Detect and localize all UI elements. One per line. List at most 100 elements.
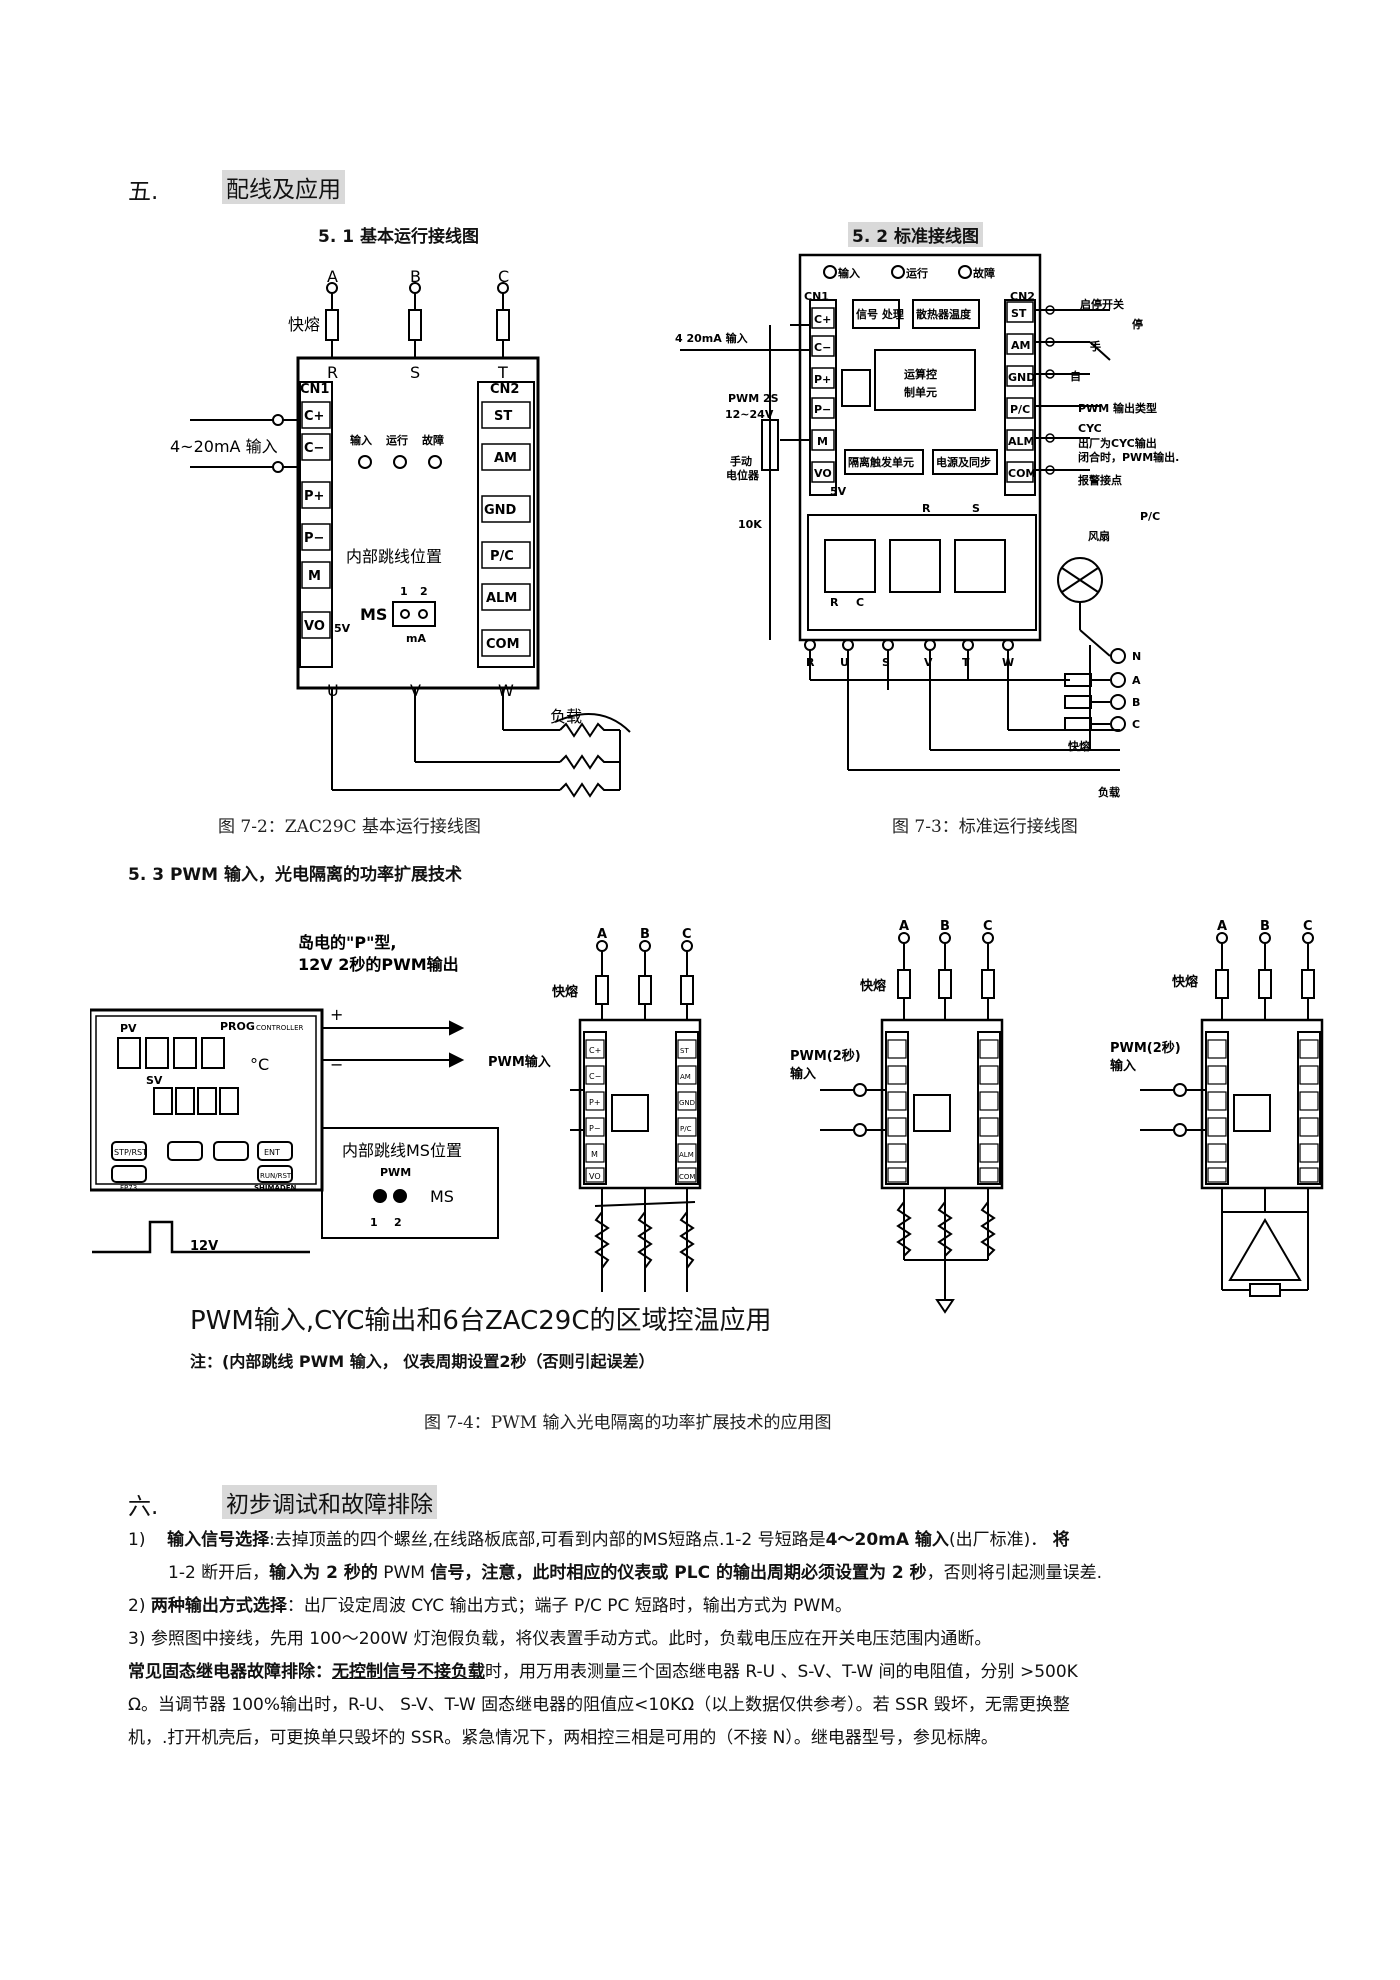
- phase-b-label: B: [410, 267, 421, 286]
- std-term-p-minus: P−: [814, 403, 831, 416]
- m2-c: C: [983, 920, 993, 934]
- right-label-8: 报警接点: [1078, 473, 1122, 487]
- minus-label: −: [330, 1055, 343, 1074]
- m1-lt4: M: [591, 1150, 598, 1159]
- terminal-com: COM: [486, 637, 520, 652]
- std-term-st: ST: [1011, 307, 1027, 320]
- plus-label: +: [330, 1005, 343, 1024]
- paragraph-4: 常见固态继电器故障排除：无控制信号不接负载时，用万用表测量三个固态继电器 R-U…: [128, 1662, 1078, 1748]
- ms-box-pwm: PWM: [380, 1166, 411, 1179]
- jumper-label: 内部跳线位置: [346, 547, 442, 566]
- m1-lt2: P+: [589, 1098, 601, 1107]
- std-pot-2: 电位器: [726, 468, 760, 482]
- std-5v: 5V: [830, 485, 847, 498]
- m3-c: C: [1303, 920, 1313, 934]
- ms-label: MS: [360, 605, 387, 624]
- section-title: 配线及应用: [222, 170, 345, 204]
- m1-a: A: [597, 927, 607, 942]
- input-label: 4~20mA 输入: [170, 437, 278, 456]
- m3-a: A: [1217, 920, 1227, 934]
- section-6-title: 初步调试和故障排除: [222, 1485, 437, 1519]
- block-heatsink: 散热器温度: [916, 307, 972, 321]
- terminal-c-plus: C+: [304, 409, 324, 424]
- fuse-label: 快熔: [288, 315, 320, 334]
- std-term-am: AM: [1011, 339, 1030, 352]
- m3-b: B: [1260, 920, 1270, 934]
- m1-fuse: 快熔: [552, 984, 579, 1000]
- std-cn2: CN2: [1010, 290, 1035, 303]
- ctrl-controller: CONTROLLER: [256, 1024, 304, 1032]
- caption-7-3: 图 7-3：标准运行接线图: [892, 817, 1078, 837]
- section-number: 五.: [128, 179, 159, 205]
- cn1-label: CN1: [300, 382, 329, 397]
- m3-pwm-2: 输入: [1110, 1058, 1136, 1074]
- cn2-label: CN2: [490, 382, 519, 397]
- m2-pwm-2: 输入: [790, 1066, 816, 1082]
- phase-c-label: C: [498, 267, 509, 286]
- m2-b: B: [940, 920, 950, 934]
- rc-c: C: [856, 596, 864, 609]
- std-r: R: [922, 502, 931, 515]
- terminal-p-plus: P+: [304, 489, 324, 504]
- shimaden-title-1: 岛电的"P"型,: [298, 933, 396, 952]
- terminal-am: AM: [494, 451, 517, 466]
- std-pc-label: P/C: [1140, 510, 1160, 523]
- std-term-c-minus: C−: [814, 341, 831, 354]
- std-pwm-label: PWM 2S: [728, 392, 779, 405]
- m2-pwm-1: PWM(2秒): [790, 1048, 861, 1064]
- fan-label: 风扇: [1088, 529, 1110, 543]
- std-term-gnd: GND: [1008, 371, 1035, 384]
- paragraph-3: 3) 参照图中接线，先用 100～200W 灯泡假负载，将仪表置手动方式。此时，…: [128, 1629, 992, 1649]
- std-term-c-plus: C+: [814, 313, 831, 326]
- std-10k: 10K: [738, 518, 762, 531]
- right-label-6: 出厂为CYC输出: [1078, 436, 1157, 450]
- m3-fuse: 快熔: [1172, 974, 1199, 990]
- std-term-alm: ALM: [1008, 435, 1034, 448]
- terminal-gnd: GND: [484, 503, 517, 518]
- m1-lt3: P−: [589, 1124, 601, 1133]
- pwm-input-label: PWM输入: [488, 1054, 551, 1070]
- right-label-3: 自: [1070, 369, 1081, 383]
- subsection-5-2: 5. 2 标准接线图: [848, 222, 983, 247]
- paragraph-1: 1) 输入信号选择:去掉顶盖的四个螺丝,在线路板底部,可看到内部的MS短路点.1…: [128, 1530, 1103, 1583]
- ms-num-2: 2: [420, 585, 428, 598]
- m1-rt2: GND: [679, 1099, 695, 1107]
- block-power: 电源及同步: [936, 455, 991, 469]
- terminal-c-minus: C−: [304, 441, 324, 456]
- std-cn1: CN1: [804, 290, 829, 303]
- paragraph-2: 2) 两种输出方式选择：出厂设定周波 CYC 输出方式；端子 P/C PC 短路…: [128, 1596, 852, 1616]
- std-bottom-s: S: [882, 656, 890, 669]
- ms-box-title: 内部跳线MS位置: [342, 1141, 462, 1160]
- m2-fuse: 快熔: [860, 978, 887, 994]
- std-fuse: 快熔: [1067, 739, 1091, 753]
- std-term-pc: P/C: [1010, 403, 1030, 416]
- std-led-fault: 故障: [973, 266, 995, 280]
- std-bottom-w: W: [1002, 656, 1014, 669]
- load-label: 负载: [550, 707, 582, 726]
- ctrl-pv: PV: [120, 1022, 137, 1035]
- t-label: T: [497, 363, 508, 382]
- std-bottom-v: V: [924, 656, 933, 669]
- ctrl-celsius: °C: [250, 1055, 269, 1074]
- m2-a: A: [899, 920, 909, 934]
- phase-a-label: A: [327, 267, 338, 286]
- std-bottom-r: R: [806, 656, 815, 669]
- section-6-number: 六.: [128, 1494, 159, 1520]
- terminal-p-minus: P−: [304, 531, 324, 546]
- std-bottom-t: T: [962, 656, 970, 669]
- m1-rt1: AM: [680, 1073, 691, 1081]
- ctrl-model: FP73: [120, 1184, 137, 1192]
- caption-7-2: 图 7-2：ZAC29C 基本运行接线图: [218, 817, 481, 837]
- 12v-label: 12V: [190, 1239, 218, 1254]
- m3-pwm-1: PWM(2秒): [1110, 1040, 1181, 1056]
- block-cpu-1: 运算控: [904, 367, 937, 381]
- right-label-4: PWM 输出类型: [1078, 401, 1157, 415]
- pwm-application-diagram: 岛电的"P"型, 12V 2秒的PWM输出 + − PWM输入 PV PROG …: [90, 920, 1324, 1314]
- std-n: N: [1132, 650, 1141, 663]
- std-pwm-v: 12~24V: [725, 408, 774, 421]
- led-run-label: 运行: [386, 433, 408, 447]
- rc-r: R: [830, 596, 839, 609]
- ctrl-prog: PROG: [220, 1020, 255, 1033]
- m1-lt5: VO: [589, 1172, 601, 1181]
- terminal-st: ST: [494, 409, 512, 424]
